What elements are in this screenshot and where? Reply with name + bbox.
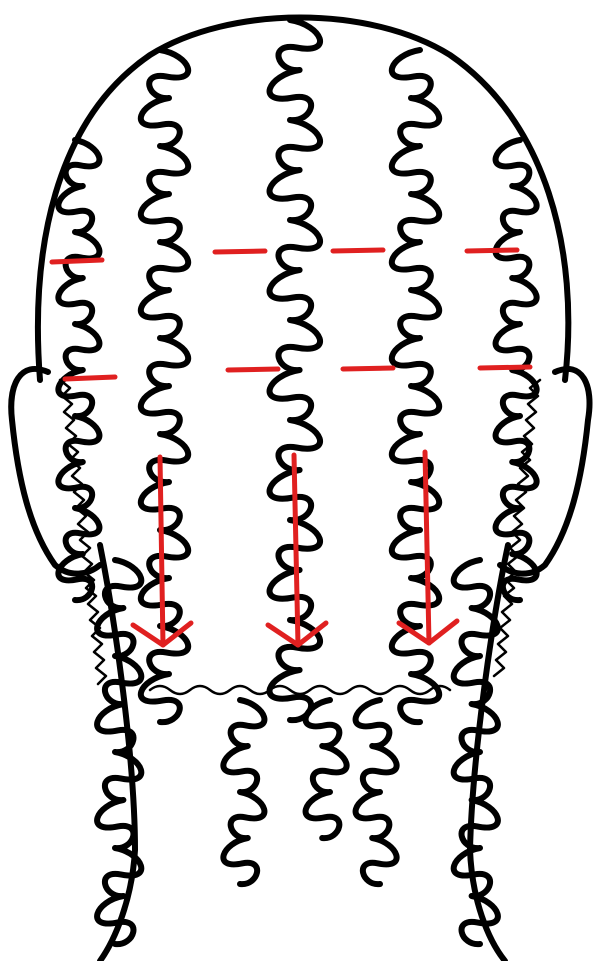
section-dash bbox=[52, 260, 102, 262]
curl-strand bbox=[97, 560, 141, 944]
curl-group bbox=[58, 20, 536, 944]
section-dash bbox=[480, 367, 530, 368]
section-dash bbox=[333, 250, 383, 251]
curl-strand bbox=[223, 700, 264, 884]
section-dash bbox=[228, 369, 278, 370]
section-dash bbox=[343, 368, 393, 369]
direction-arrow bbox=[133, 457, 191, 645]
left-ear bbox=[11, 369, 100, 574]
hairline-bottom bbox=[150, 686, 450, 694]
section-dash bbox=[65, 377, 115, 379]
curl-strand bbox=[58, 140, 99, 600]
curl-strand bbox=[496, 140, 537, 600]
curl-strand bbox=[356, 700, 397, 884]
right-ear bbox=[500, 369, 590, 574]
curl-strand bbox=[306, 700, 347, 838]
direction-arrow bbox=[399, 452, 457, 643]
section-dash bbox=[215, 251, 265, 252]
section-dash bbox=[467, 250, 517, 251]
